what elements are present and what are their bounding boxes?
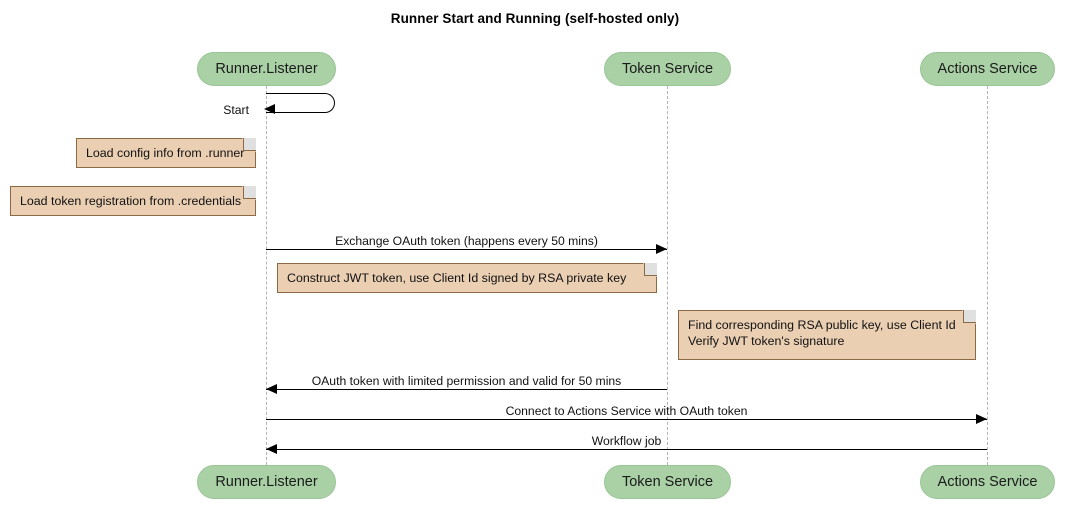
self-message-loop-0 xyxy=(266,93,335,113)
note-text: Load config info from .runner xyxy=(86,146,245,160)
lifeline-runner xyxy=(266,86,267,465)
lifeline-token xyxy=(667,86,668,465)
message-arrowhead-2 xyxy=(266,384,277,395)
note-text: Load token registration from .credential… xyxy=(20,194,242,208)
note-2: Construct JWT token, use Client Id signe… xyxy=(277,263,657,293)
message-label-2: OAuth token with limited permission and … xyxy=(311,374,622,388)
participant-label: Runner.Listener xyxy=(215,474,318,490)
note-text: Construct JWT token, use Client Id signe… xyxy=(287,271,627,285)
participant-footer-runner[interactable]: Runner.Listener xyxy=(197,465,336,499)
message-line-3 xyxy=(266,419,987,420)
participant-footer-token[interactable]: Token Service xyxy=(604,465,731,499)
note-0: Load config info from .runner xyxy=(76,138,256,168)
note-fold-icon-2 xyxy=(644,263,657,276)
message-label-1: Exchange OAuth token (happens every 50 m… xyxy=(335,234,598,248)
lifeline-actions xyxy=(987,86,988,465)
message-arrowhead-1 xyxy=(656,244,667,255)
participant-label: Runner.Listener xyxy=(215,61,318,77)
participant-header-token[interactable]: Token Service xyxy=(604,52,731,86)
message-line-2 xyxy=(266,389,667,390)
note-3: Find corresponding RSA public key, use C… xyxy=(678,310,976,360)
participant-label: Actions Service xyxy=(937,474,1038,490)
message-label-3: Connect to Actions Service with OAuth to… xyxy=(505,404,748,418)
message-label-0: Start xyxy=(223,103,249,117)
note-fold-icon-1 xyxy=(243,186,256,199)
message-arrowhead-3 xyxy=(976,414,987,425)
note-text: Find corresponding RSA public key, use C… xyxy=(688,318,956,348)
note-1: Load token registration from .credential… xyxy=(10,186,256,216)
participant-label: Token Service xyxy=(621,474,714,490)
participant-label: Actions Service xyxy=(937,61,1038,77)
note-fold-icon-3 xyxy=(963,310,976,323)
participant-header-runner[interactable]: Runner.Listener xyxy=(197,52,336,86)
participant-footer-actions[interactable]: Actions Service xyxy=(920,465,1055,499)
message-arrowhead-4 xyxy=(266,444,277,455)
message-line-1 xyxy=(266,249,667,250)
participant-header-actions[interactable]: Actions Service xyxy=(920,52,1055,86)
participant-label: Token Service xyxy=(621,61,714,77)
message-label-4: Workflow job xyxy=(591,434,662,448)
note-fold-icon-0 xyxy=(243,138,256,151)
page-title: Runner Start and Running (self-hosted on… xyxy=(390,11,680,26)
message-line-4 xyxy=(266,449,987,450)
self-message-arrowhead-0 xyxy=(264,103,275,114)
